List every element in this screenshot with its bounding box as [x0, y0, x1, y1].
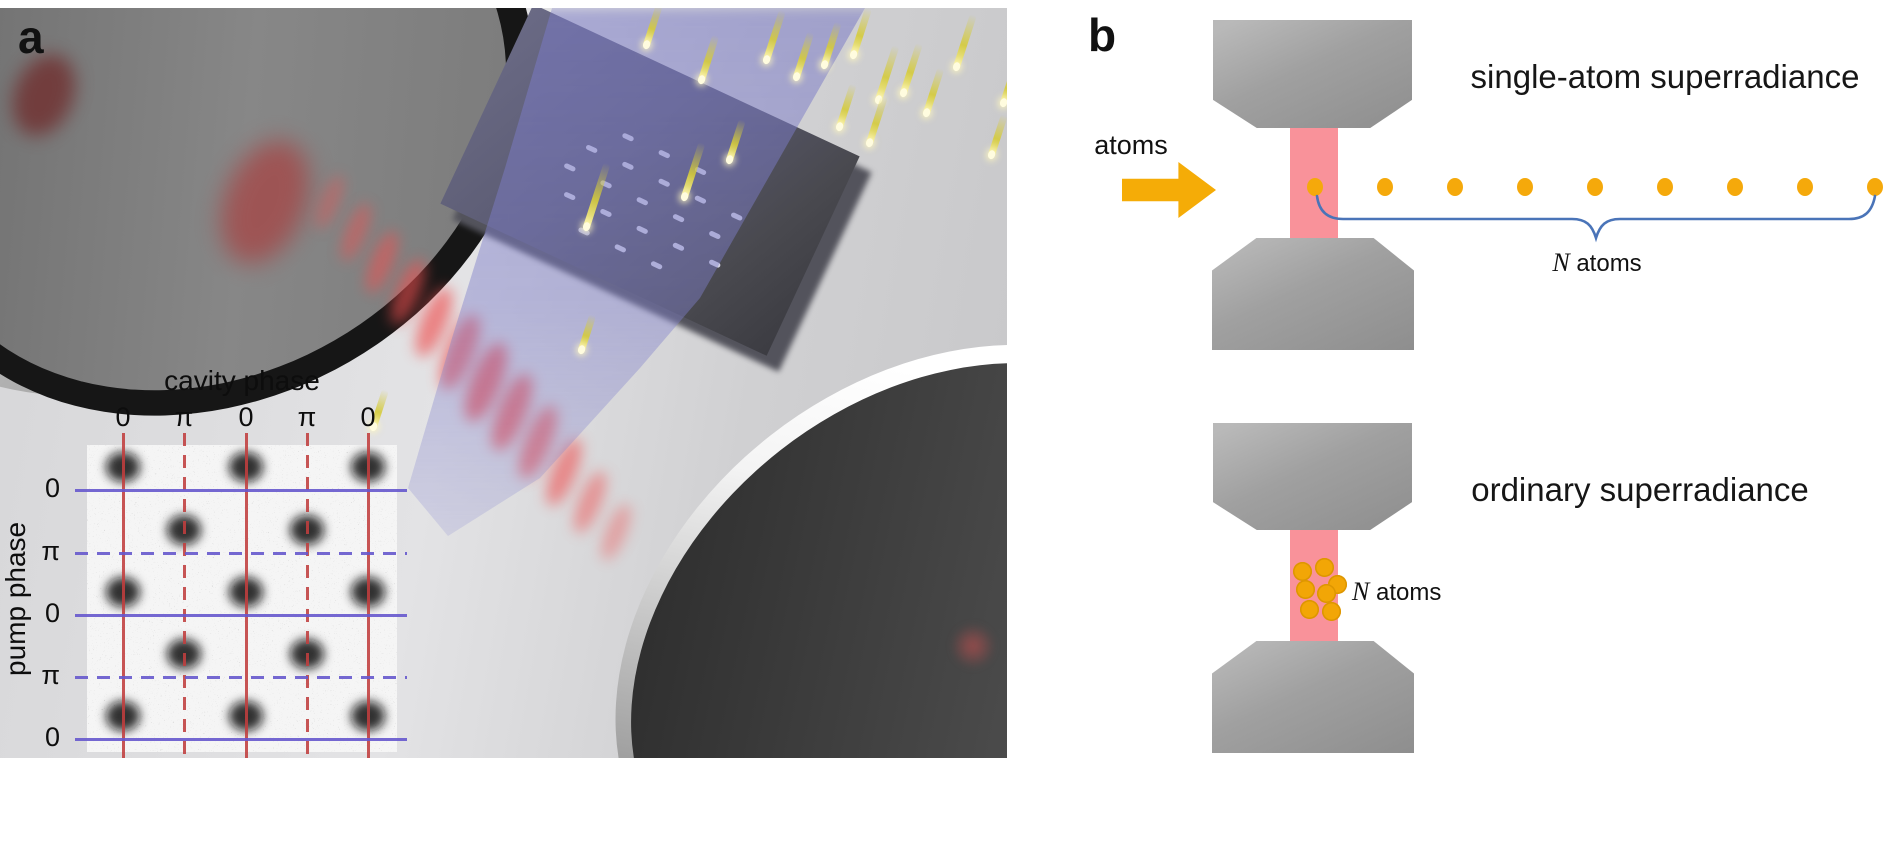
pump-phase-line — [75, 738, 407, 741]
y-tick-label: 0 — [44, 722, 60, 752]
single-atom-dot — [1447, 178, 1463, 196]
x-tick-label: π — [174, 402, 194, 432]
single-atom-dot — [1727, 178, 1743, 196]
single-atom-dot — [1587, 178, 1603, 196]
pump-phase-line — [75, 614, 407, 617]
y-tick-label: 0 — [44, 598, 60, 628]
cluster-atom-dot — [1293, 562, 1312, 581]
atom-streak — [874, 44, 900, 105]
atom-streak — [835, 83, 857, 132]
cavity-phase-line — [306, 433, 309, 758]
cavity-mirror-upper-2 — [1213, 423, 1412, 530]
n-symbol: N — [1552, 248, 1570, 277]
cavity-phase-line — [122, 433, 125, 758]
atom-streak — [987, 114, 1007, 160]
panel-a-render: cavity phase pump phase 0 — [0, 8, 1007, 758]
n-symbol: N — [1352, 577, 1370, 606]
cavity-mirror-lower — [1212, 238, 1414, 350]
single-atom-dot — [1657, 178, 1673, 196]
atom-streak — [922, 67, 945, 118]
cluster-atom-dot — [1317, 584, 1336, 603]
cavity-mirror-upper — [1213, 20, 1412, 128]
pump-phase-line — [75, 676, 407, 679]
n-atoms-label-bottom: N atoms — [1352, 577, 1442, 606]
cavity-mirror-lower-2 — [1212, 641, 1414, 753]
phase-inset-plot: cavity phase pump phase 0 — [0, 338, 430, 758]
atoms-label: atoms — [1094, 130, 1168, 160]
y-tick-label: π — [41, 536, 60, 566]
x-tick-label: 0 — [360, 402, 376, 432]
mirror-red-spot — [952, 622, 994, 670]
single-atom-superradiance-title: single-atom superradiance — [1470, 58, 1860, 95]
pump-phase-line — [75, 552, 407, 555]
x-tick-label: 0 — [115, 402, 131, 432]
panel-b-label: b — [1088, 9, 1117, 61]
atom-streak — [999, 66, 1007, 108]
single-atom-dot — [1517, 178, 1533, 196]
x-tick-label: 0 — [238, 402, 254, 432]
ordinary-superradiance-title: ordinary superradiance — [1471, 471, 1809, 508]
panel-a-label: a — [18, 11, 44, 63]
cluster-atom-dot — [1300, 600, 1319, 619]
y-tick-label: π — [41, 660, 60, 690]
cavity-phase-line — [367, 433, 370, 758]
single-atom-dot — [1307, 178, 1323, 196]
inset-y-axis-title: pump phase — [0, 521, 31, 676]
atom-streak — [952, 13, 977, 72]
cavity-phase-line — [245, 433, 248, 758]
wave-antinode — [595, 500, 637, 564]
single-atom-dot — [1867, 178, 1883, 196]
cluster-atom-dot — [1296, 580, 1315, 599]
n-atoms-label-top: N atoms — [1552, 248, 1642, 277]
y-tick-label: 0 — [44, 473, 60, 503]
cavity-phase-line — [183, 433, 186, 758]
cluster-atom-dot — [1322, 602, 1341, 621]
x-tick-label: π — [297, 402, 317, 432]
atom-streak — [899, 42, 923, 98]
single-atom-dot — [1797, 178, 1813, 196]
cluster-atom-dot — [1315, 558, 1334, 577]
atoms-arrow-icon — [1122, 162, 1216, 218]
single-atom-dot — [1377, 178, 1393, 196]
pump-phase-line — [75, 489, 407, 492]
inset-x-axis-title: cavity phase — [164, 365, 320, 396]
